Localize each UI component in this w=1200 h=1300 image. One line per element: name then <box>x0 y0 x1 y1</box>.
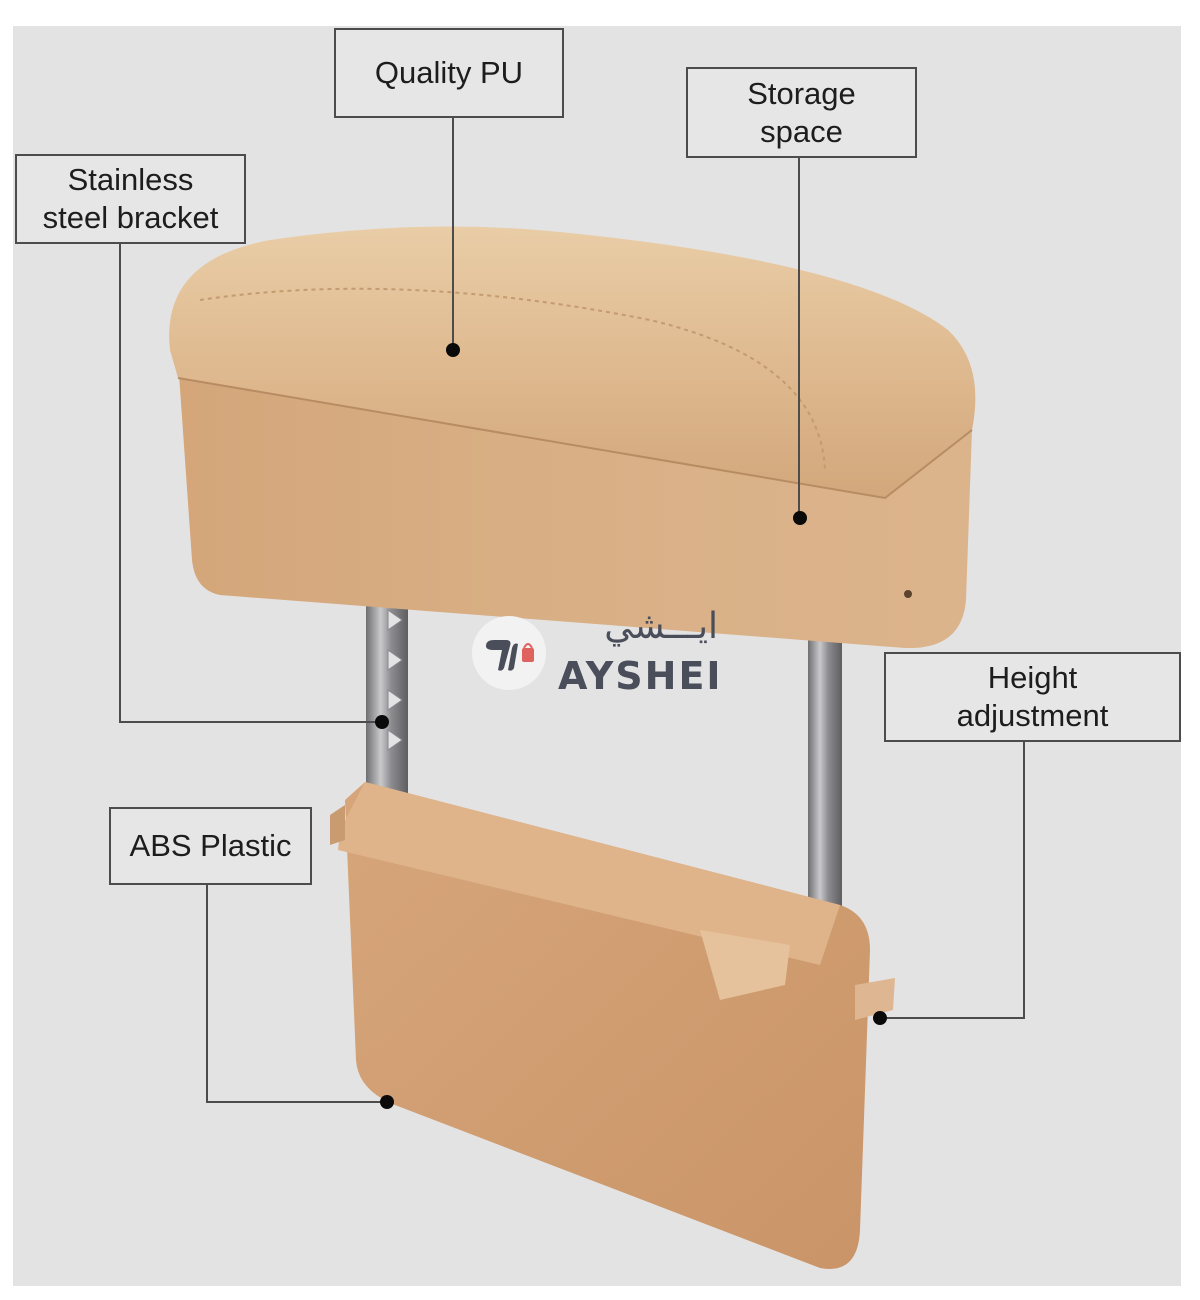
callout-quality-pu: Quality PU <box>334 28 564 118</box>
callout-text: Quality PU <box>374 55 524 90</box>
callout-storage-space: Storage space <box>686 67 917 158</box>
callout-stainless-steel-bracket: Stainless steel bracket <box>15 154 246 244</box>
callout-text: ABS Plastic <box>129 828 292 863</box>
callout-text: Height adjustment <box>956 660 1109 733</box>
callout-text: Storage space <box>747 75 856 149</box>
ayshei-watermark: ايـــشي AYSHEI <box>472 606 722 698</box>
callout-leader-lines <box>119 118 1025 1103</box>
right-steel-pole <box>808 630 842 930</box>
callout-dots <box>375 343 887 1109</box>
ayshei-latin-wordmark: AYSHEI <box>558 654 723 698</box>
callout-text: Stainless steel bracket <box>42 162 219 235</box>
callout-abs-plastic: ABS Plastic <box>109 807 312 885</box>
callout-height-adjustment: Height adjustment <box>884 652 1181 742</box>
pu-leather-lid <box>169 226 976 499</box>
ayshei-logo-icon <box>472 616 546 690</box>
ayshei-arabic-wordmark: ايـــشي <box>604 606 718 647</box>
